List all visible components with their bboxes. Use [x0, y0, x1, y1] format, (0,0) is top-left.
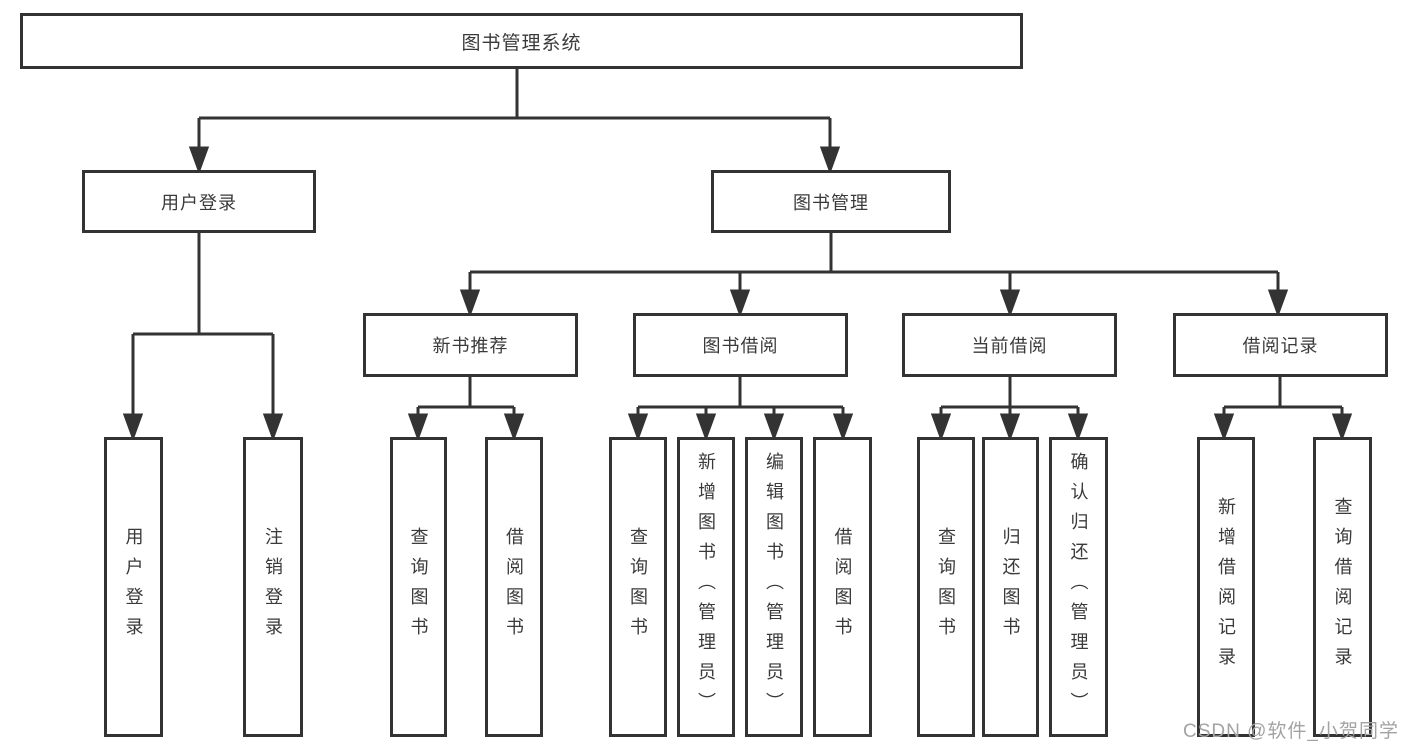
node-borrowing-records: 借阅记录	[1173, 313, 1388, 377]
node-book-management: 图书管理	[711, 170, 951, 233]
connector-new-book-to-children	[407, 377, 525, 442]
connector-book-borrow-to-children	[627, 377, 854, 442]
connector-user-login-to-children	[122, 233, 284, 442]
node-label: 图书管理系统	[461, 32, 582, 54]
node-borrow-add-books-admin: 新增图书（管理员）	[677, 437, 735, 737]
node-recommend-borrow-books: 借阅图书	[485, 437, 543, 737]
node-label: 注销登录	[263, 527, 283, 647]
connector-borrow-record-to-children	[1213, 377, 1353, 442]
node-borrow-edit-books-admin: 编辑图书（管理员）	[745, 437, 803, 737]
node-record-add-borrow-record: 新增借阅记录	[1197, 437, 1255, 737]
node-label: 当前借阅	[971, 336, 1048, 356]
node-library-system: 图书管理系统	[20, 13, 1023, 69]
connector-book-management-to-level3	[459, 233, 1289, 318]
csdn-watermark: CSDN @软件_小贺同学	[1183, 721, 1399, 742]
node-user-login: 用户登录	[82, 170, 316, 233]
node-record-query-borrow-record: 查询借阅记录	[1313, 437, 1372, 737]
node-label: 确认归还（管理员）	[1068, 452, 1089, 722]
node-label: 编辑图书（管理员）	[764, 452, 784, 722]
node-borrow-query-books: 查询图书	[609, 437, 667, 737]
node-label: 用户登录	[123, 527, 144, 647]
node-label: 借阅记录	[1242, 336, 1319, 356]
node-label: 图书借阅	[702, 336, 779, 356]
node-label: 新增图书（管理员）	[696, 452, 716, 722]
node-borrow-borrow-books: 借阅图书	[813, 437, 872, 737]
node-label: 用户登录	[161, 192, 237, 213]
node-label: 借阅图书	[832, 527, 853, 647]
node-label: 查询图书	[628, 527, 648, 647]
node-label: 新增借阅记录	[1216, 497, 1236, 677]
node-user-login-action: 用户登录	[104, 437, 163, 737]
node-label: 查询图书	[408, 527, 429, 647]
node-current-return-books: 归还图书	[982, 437, 1039, 737]
node-label: 图书管理	[793, 192, 869, 213]
connector-root-to-level2	[188, 69, 841, 175]
node-current-borrowing: 当前借阅	[902, 313, 1117, 377]
node-label: 查询借阅记录	[1332, 497, 1353, 677]
node-label: 新书推荐	[432, 336, 509, 356]
node-current-query-books: 查询图书	[917, 437, 975, 737]
connector-current-borrow-to-children	[930, 377, 1089, 442]
node-label: 归还图书	[1000, 527, 1021, 647]
node-recommend-query-books: 查询图书	[390, 437, 447, 737]
node-label: 借阅图书	[504, 527, 524, 647]
node-book-borrowing: 图书借阅	[633, 313, 848, 377]
node-current-confirm-return-admin: 确认归还（管理员）	[1049, 437, 1108, 737]
node-logout: 注销登录	[243, 437, 303, 737]
node-label: 查询图书	[936, 527, 956, 647]
node-new-book-recommend: 新书推荐	[363, 313, 578, 377]
